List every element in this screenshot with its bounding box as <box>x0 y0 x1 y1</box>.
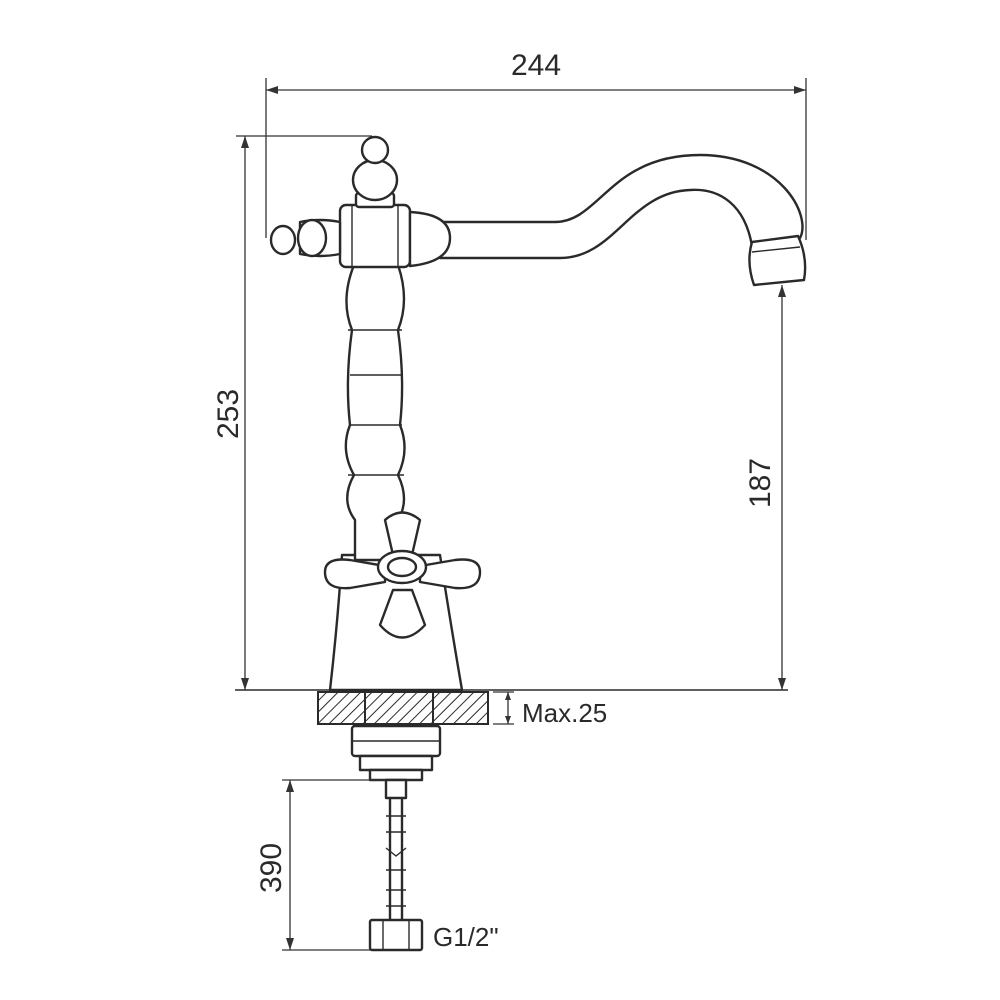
hose <box>368 778 424 952</box>
max-thickness-dimension: Max.25 <box>493 691 607 728</box>
height-dimension: 253 <box>212 135 372 690</box>
countertop-section <box>317 691 489 725</box>
width-dimension: 244 <box>265 49 807 240</box>
spout-height-dimension: 187 <box>744 285 786 690</box>
width-value: 244 <box>511 49 561 82</box>
spout-nozzle <box>748 234 807 287</box>
cross-handle <box>323 511 482 639</box>
spout-height-value: 187 <box>744 458 777 508</box>
hose-length-dimension: 390 <box>255 779 386 951</box>
thread-label: G1/2" <box>433 922 499 952</box>
mounting-assembly <box>350 724 442 782</box>
max-thickness-value: Max.25 <box>522 698 607 728</box>
hose-length-value: 390 <box>255 843 288 893</box>
faucet-body <box>269 135 807 692</box>
spout <box>438 153 804 260</box>
height-value: 253 <box>212 389 245 439</box>
